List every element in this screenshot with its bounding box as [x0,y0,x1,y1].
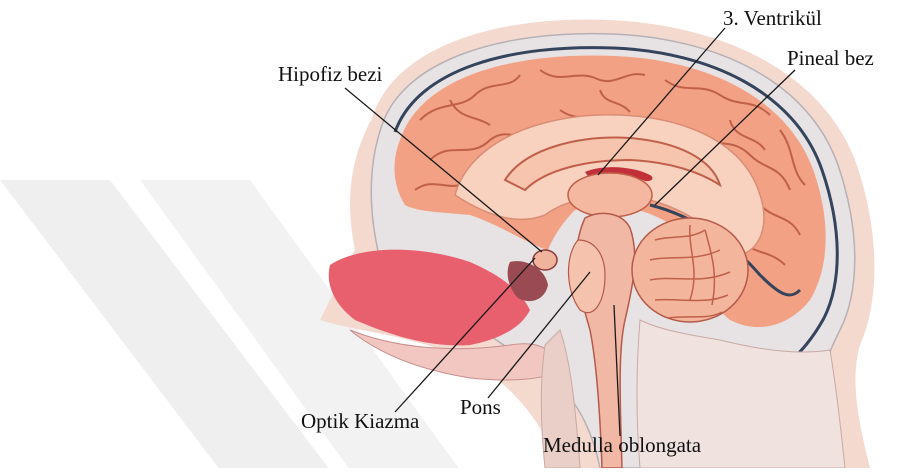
label-pituitary-gland: Hipofiz bezi [278,64,382,85]
label-medulla-oblongata: Medulla oblongata [543,435,701,456]
label-pineal-gland: Pineal bez [787,48,874,69]
thalamus [568,173,652,217]
cerebellum [632,218,748,322]
label-optic-chiasm: Optik Kiazma [301,411,419,432]
pituitary-gland [533,250,557,270]
label-third-ventricle: 3. Ventrikül [723,8,822,29]
label-pons: Pons [460,397,501,418]
